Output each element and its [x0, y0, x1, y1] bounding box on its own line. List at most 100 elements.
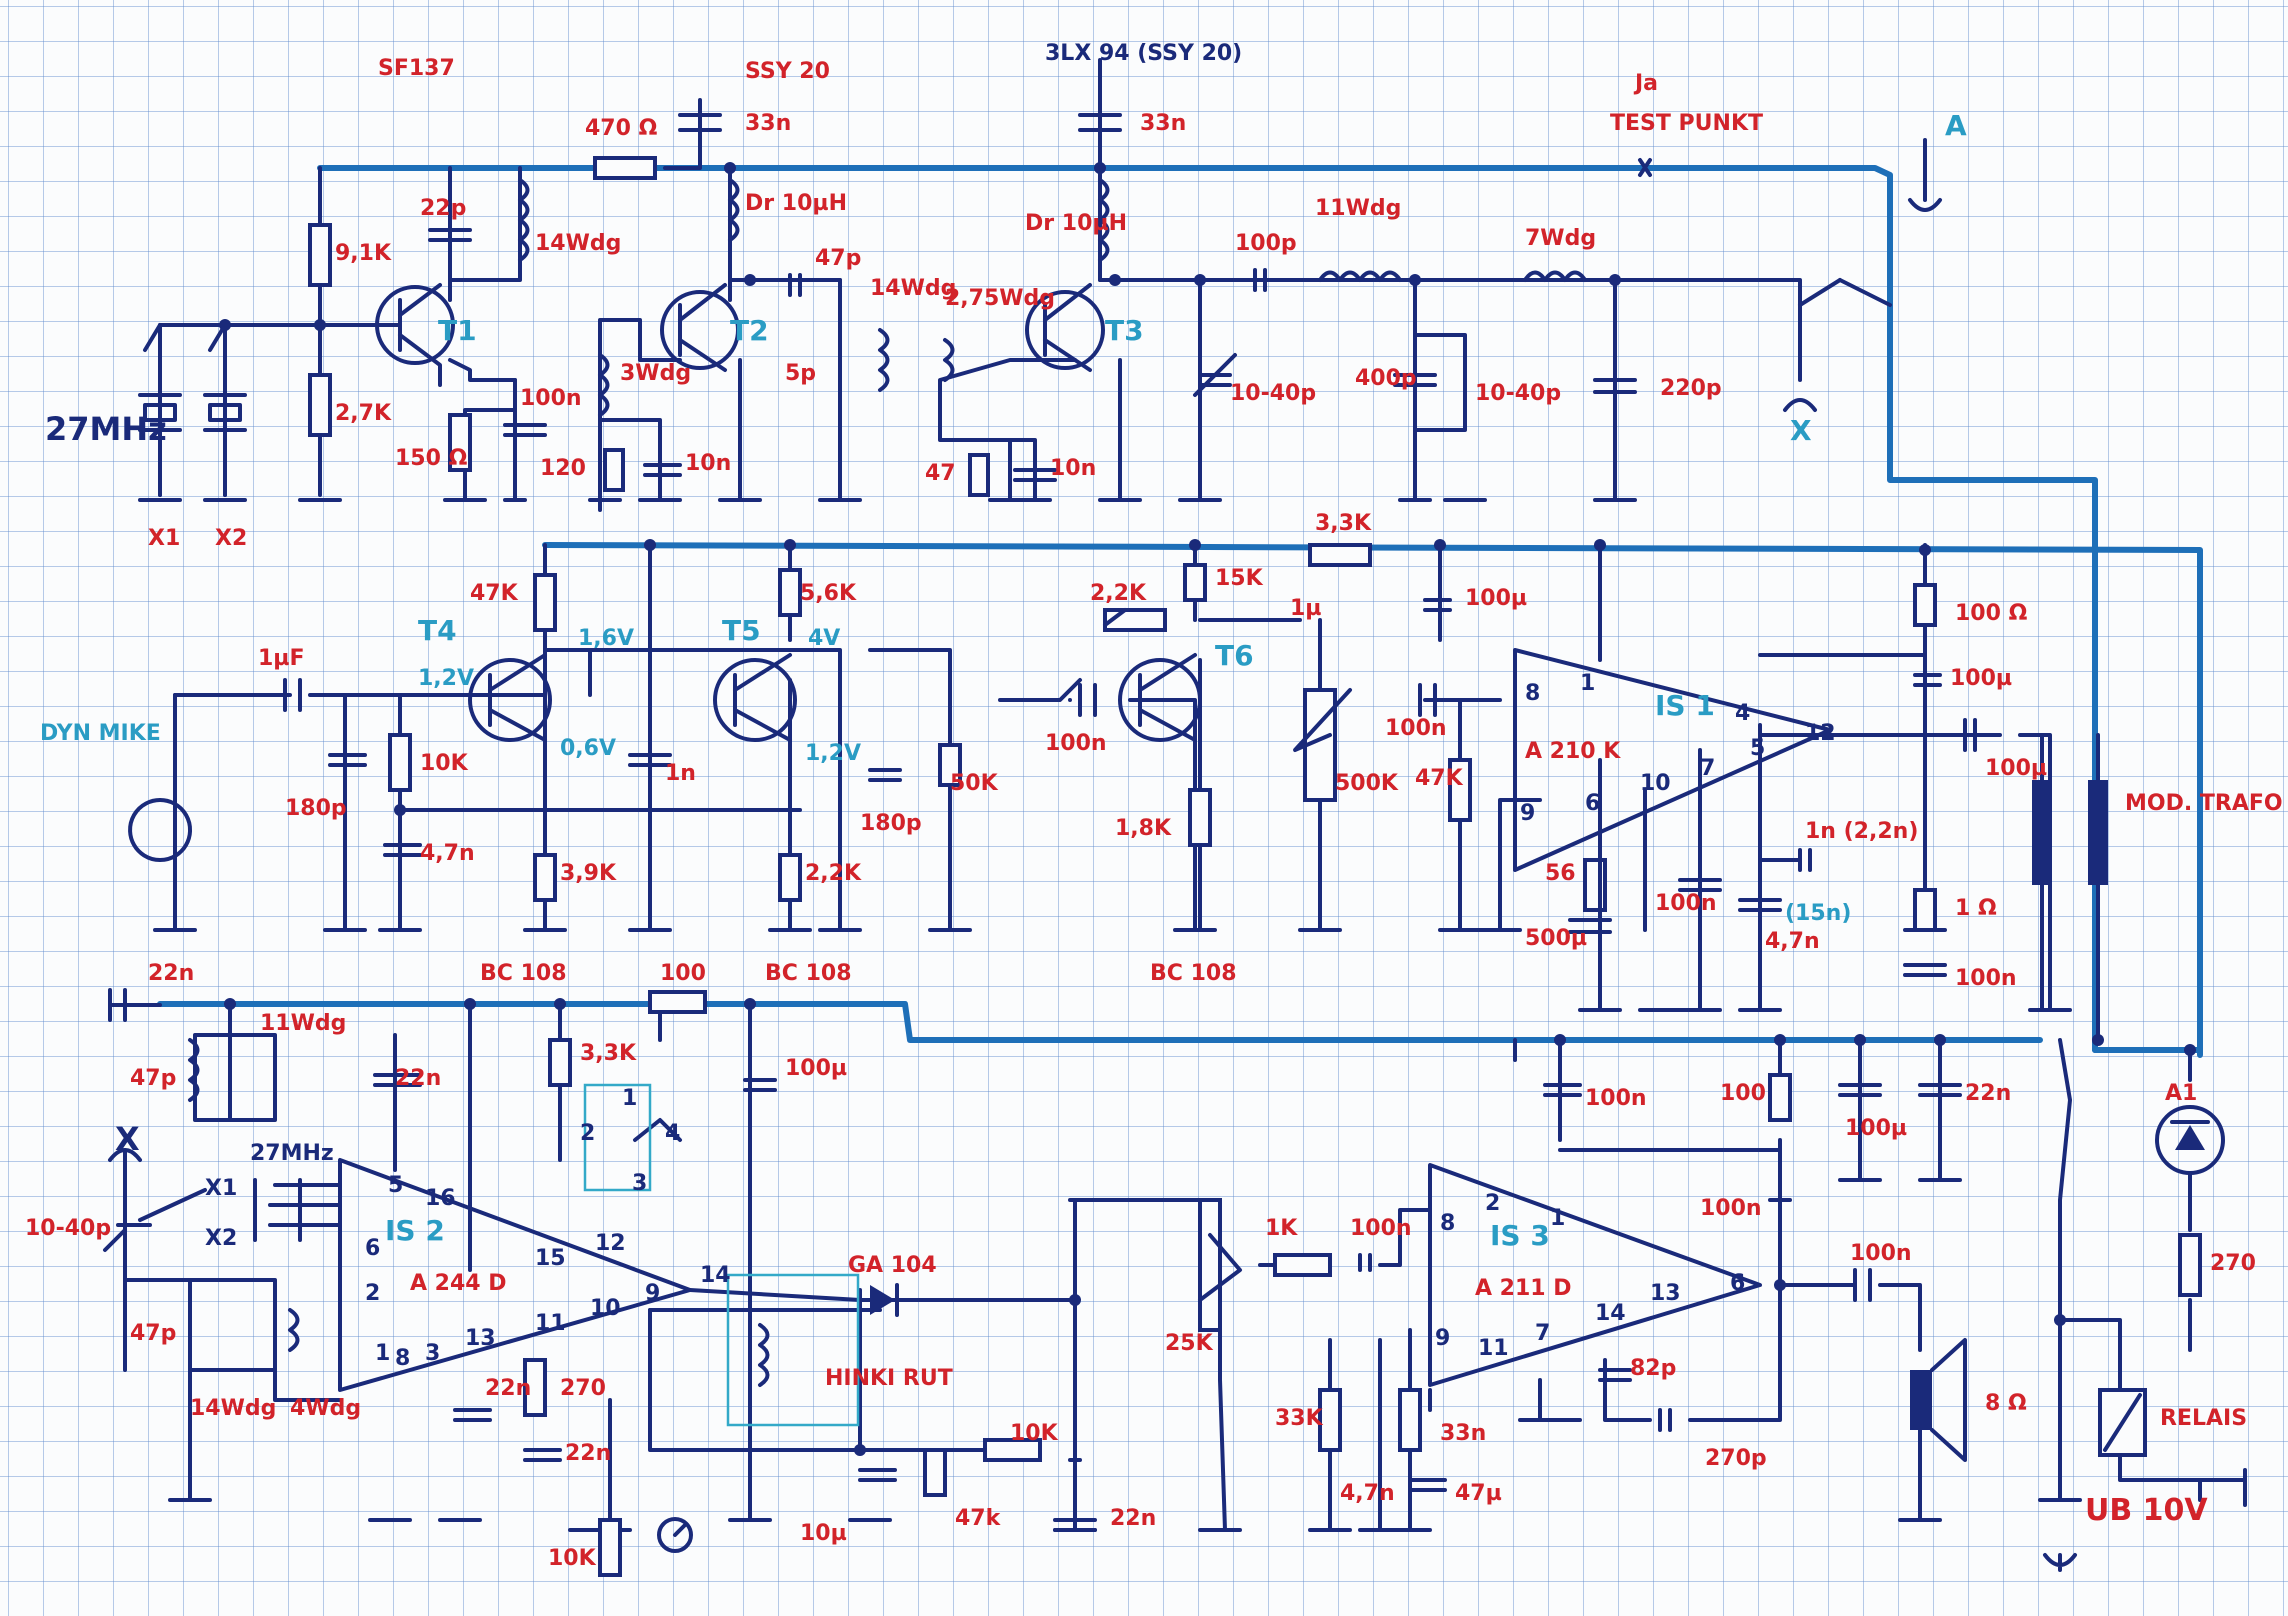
value-l-7wdg: 7Wdg: [1525, 226, 1596, 251]
pin-meter-1: 1: [622, 1086, 637, 1111]
value-c-100n-g: 100n: [1585, 1086, 1647, 1111]
pin-meter-3: 3: [632, 1171, 647, 1196]
value-c-1u-b: 1µ: [1290, 596, 1322, 621]
label-x-in: X: [115, 1120, 140, 1158]
label-is1: IS 1: [1655, 689, 1715, 722]
value-c-100u-top: 100µ: [1465, 586, 1527, 611]
pin-is2-11: 11: [535, 1311, 566, 1336]
pin-is3-2: 2: [1485, 1191, 1500, 1216]
rx-ground-stubs: [168, 1178, 2082, 1532]
pin-is1-4: 4: [1735, 701, 1750, 726]
value-c-100n-h: 100n: [1700, 1196, 1762, 1221]
diode-ga104-symbol: [688, 1283, 1077, 1317]
value-l-11wdg-a: 11Wdg: [1315, 196, 1401, 221]
value-r-1k: 1K: [1265, 1216, 1298, 1241]
value-c-22n-c: 22n: [485, 1376, 531, 1401]
pin-is3-11: 11: [1478, 1336, 1509, 1361]
label-sf137: SF137: [378, 56, 455, 81]
transistor-t3-symbol: [1025, 283, 1105, 372]
pin-is2-6: 6: [365, 1236, 380, 1261]
pin-is1-5: 5: [1750, 736, 1765, 761]
cyan-annotation-boxes: [583, 1083, 860, 1427]
ic-is1-symbol: [1498, 648, 1832, 1012]
label-ga104: GA 104: [848, 1253, 937, 1278]
value-c-100p: 100p: [1235, 231, 1297, 256]
label-hinki: HINKI RUT: [825, 1366, 953, 1391]
label-t4-collector-voltage: 1,6V: [578, 626, 634, 651]
value-r-39k: 3,9K: [560, 861, 617, 886]
af-components: [128, 543, 1977, 977]
pin-is2-15: 15: [535, 1246, 566, 1271]
label-is3-type: A 211 D: [1475, 1276, 1572, 1301]
value-c-33n-2: 33n: [1140, 111, 1186, 136]
pin-is2-1: 1: [375, 1341, 390, 1366]
pin-is1-6: 6: [1585, 791, 1600, 816]
value-c-10u: 10µ: [800, 1521, 847, 1546]
value-c-100n-b: 100n: [1045, 731, 1107, 756]
value-c-10n-a: 10n: [685, 451, 731, 476]
label-crystal-rx: 27MHz: [250, 1141, 334, 1166]
value-c-4-7n-is1: 4,7n: [1765, 929, 1820, 954]
label-test-punkt: TEST PUNKT: [1610, 111, 1763, 136]
value-r-91k: 9,1K: [335, 241, 392, 266]
value-r-120: 120: [540, 456, 586, 481]
pin-is2-12: 12: [595, 1231, 626, 1256]
relay-symbol: [2098, 1388, 2247, 1507]
value-spk: 8 Ω: [1985, 1391, 2027, 1416]
supply-rail-bottom: [157, 1001, 2043, 1043]
value-c-22n-b: 22n: [395, 1066, 441, 1091]
label-t5: T5: [722, 614, 761, 647]
pin-is3-9: 9: [1435, 1326, 1450, 1351]
value-r-10k-b: 10K: [548, 1546, 597, 1571]
label-is3: IS 3: [1490, 1219, 1550, 1252]
value-c-4-7n-b: 4,7n: [1340, 1481, 1395, 1506]
tx-components: [138, 58, 1637, 497]
value-c-100n-a: 100n: [520, 386, 582, 411]
value-c-100n-f: 100n: [1350, 1216, 1412, 1241]
value-r-56k: 5,6K: [800, 581, 857, 606]
label-mod-trafo: MOD. TRAFO: [2125, 791, 2283, 816]
value-r-10k-a: 10K: [420, 751, 469, 776]
value-c-5p: 5p: [785, 361, 816, 386]
value-r-1: 1 Ω: [1955, 896, 1997, 921]
pin-is2-14: 14: [700, 1263, 731, 1288]
pin-is3-14: 14: [1595, 1301, 1626, 1326]
label-crystal-tx: 27MHz: [45, 410, 167, 448]
value-c-10-40p-b: 10-40p: [1475, 381, 1561, 406]
supply-rail-mid: [542, 542, 2203, 1058]
value-r-15k: 15K: [1215, 566, 1264, 591]
value-r-10k-c: 10K: [1010, 1421, 1059, 1446]
value-c-22n-f: 22n: [1965, 1081, 2011, 1106]
label-antenna: A: [1945, 109, 1967, 142]
label-t5-emitter-voltage: 1,2V: [805, 741, 861, 766]
value-r-47k-is1: 47K: [1415, 766, 1464, 791]
pin-is2-10: 10: [590, 1296, 621, 1321]
label-t4-base-voltage: 1,2V: [418, 666, 474, 691]
pin-is2-8: 8: [395, 1346, 410, 1371]
label-bc108-t5: BC 108: [765, 961, 852, 986]
value-r-22k-t6: 2,2K: [1090, 581, 1147, 606]
value-c-400p: 400p: [1355, 366, 1417, 391]
value-r-33k-c: 33K: [1275, 1406, 1324, 1431]
label-t5-collector-voltage: 4V: [808, 626, 840, 651]
value-r-100-c: 100: [660, 961, 706, 986]
pin-is1-8: 8: [1525, 681, 1540, 706]
value-c-1n-is1: 1n (2,2n): [1805, 819, 1918, 844]
value-c-10n-b: 10n: [1050, 456, 1096, 481]
value-r-270-b: 270: [2210, 1251, 2256, 1276]
value-r-270-a: 270: [560, 1376, 606, 1401]
value-c-100u-d: 100µ: [1845, 1116, 1907, 1141]
label-t3-type: 3LX 94 (SSY 20): [1045, 41, 1242, 66]
value-l-14wdg-2: 14Wdg: [870, 276, 956, 301]
label-x-out: X: [1790, 414, 1812, 447]
pin-is2-16: 16: [425, 1186, 456, 1211]
rx-wiring: [108, 988, 2192, 1532]
pin-is3-1: 1: [1550, 1206, 1565, 1231]
ic-is2-symbol: [338, 1158, 692, 1392]
label-ssy20: SSY 20: [745, 59, 830, 84]
speaker-symbol: [1910, 1338, 1967, 1462]
ic-is3-symbol: [1428, 1163, 1762, 1387]
label-mic: DYN MIKE: [40, 721, 161, 746]
value-c-4-7n-a: 4,7n: [420, 841, 475, 866]
